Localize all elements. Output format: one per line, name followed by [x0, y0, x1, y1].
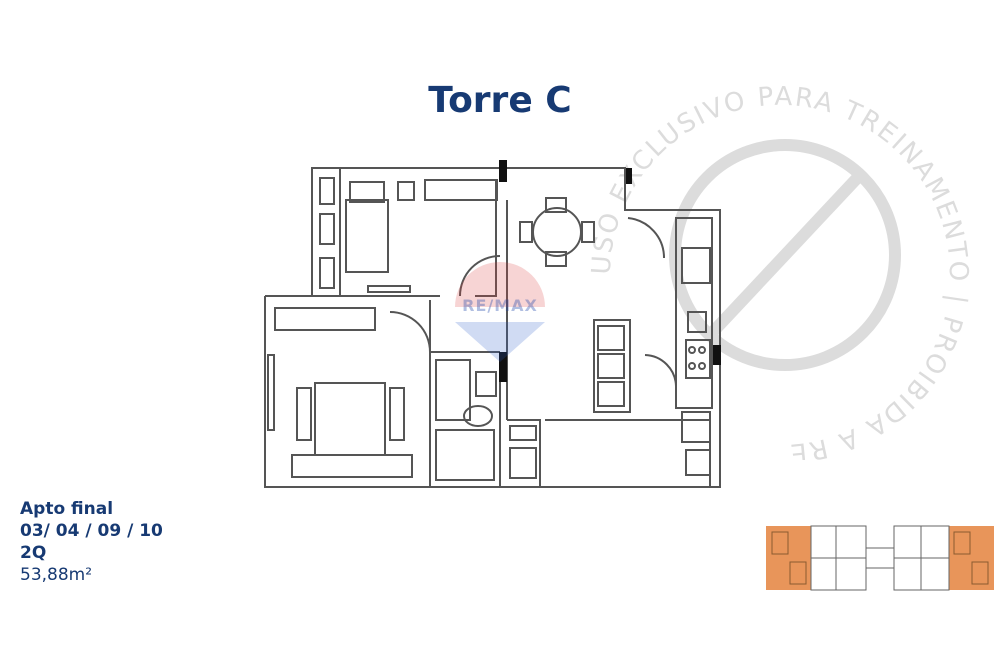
remax-logo	[455, 262, 545, 362]
key-plan	[766, 525, 994, 591]
unit-info: Apto final 03/ 04 / 09 / 10 2Q 53,88m²	[20, 498, 163, 586]
remax-logo-text: RE/MAX	[462, 296, 538, 315]
bedrooms: 2Q	[20, 543, 47, 563]
page-title: Torre C	[428, 80, 572, 121]
unit-area: 53,88m²	[20, 565, 93, 585]
unit-type: Apto final	[20, 499, 114, 519]
unit-numbers: 03/ 04 / 09 / 10	[20, 521, 163, 541]
watermark: USO EXCLUSIVO PARA TREINAMENTO | PROIBID…	[580, 60, 971, 460]
